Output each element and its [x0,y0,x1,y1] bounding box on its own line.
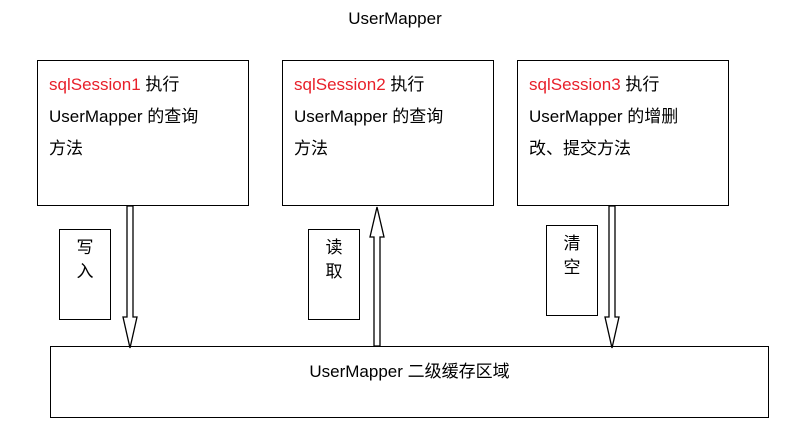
read-label-char2: 取 [325,262,343,281]
session1-action: 执行 [140,75,180,94]
session2-name: sqlSession2 [294,75,386,94]
clear-arrow [604,205,620,349]
session1-box: sqlSession1 执行 UserMapper 的查询 方法 [37,60,249,206]
session1-line3: 方法 [49,139,83,158]
session2-box: sqlSession2 执行 UserMapper 的查询 方法 [282,60,494,206]
session3-line1: sqlSession3 执行 [529,69,728,101]
session2-action: 执行 [385,75,425,94]
write-label: 写 入 [59,229,111,320]
cache-region: UserMapper 二级缓存区域 [50,346,769,418]
session2-line3: 方法 [294,139,328,158]
session3-line3: 改、提交方法 [529,139,631,158]
session1-name: sqlSession1 [49,75,141,94]
cache-region-label: UserMapper 二级缓存区域 [309,362,510,381]
read-label: 读 取 [308,229,360,320]
write-label-char2: 入 [76,262,94,281]
clear-label-char2: 空 [563,258,581,277]
diagram-title: UserMapper [348,9,442,28]
read-arrow [369,206,385,347]
read-label-char1: 读 [325,238,343,257]
clear-label-char1: 清 [563,234,581,253]
session3-box: sqlSession3 执行 UserMapper 的增删 改、提交方法 [517,60,729,206]
write-label-char1: 写 [76,238,94,257]
session3-name: sqlSession3 [529,75,621,94]
session2-line1: sqlSession2 执行 [294,69,493,101]
session3-action: 执行 [620,75,660,94]
write-arrow [122,205,138,349]
clear-label: 清 空 [546,225,598,316]
session1-line2: UserMapper 的查询 [49,107,199,126]
session3-line2: UserMapper 的增删 [529,107,679,126]
session2-line2: UserMapper 的查询 [294,107,444,126]
session1-line1: sqlSession1 执行 [49,69,248,101]
